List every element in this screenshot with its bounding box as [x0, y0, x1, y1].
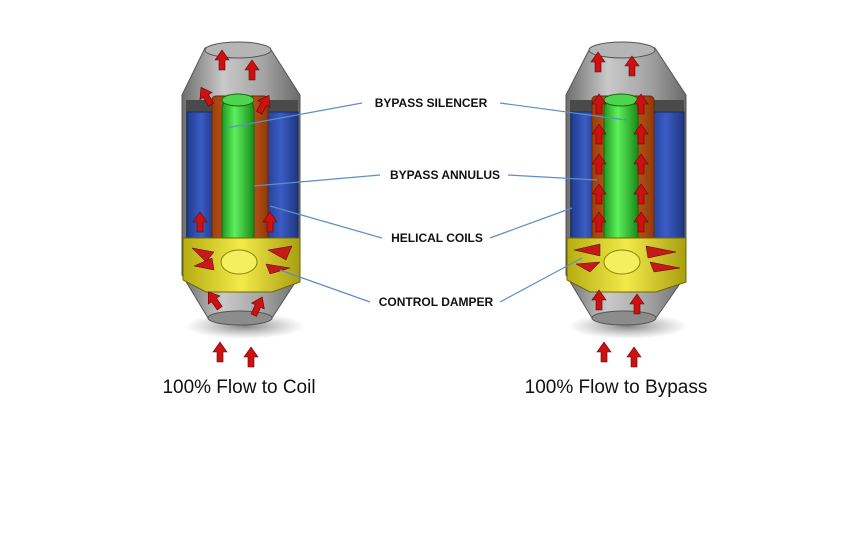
leader-bypass-annulus-right — [507, 174, 598, 181]
callout-control-damper: CONTROL DAMPER — [379, 295, 494, 309]
caption-left: 100% Flow to Coil — [162, 377, 315, 398]
left-damper-core — [220, 249, 258, 275]
leader-lines — [225, 102, 627, 303]
callout-bypass-annulus: BYPASS ANNULUS — [390, 168, 500, 182]
caption-right: 100% Flow to Bypass — [525, 377, 708, 398]
arrow-icon — [626, 346, 642, 368]
right-unit-top-rim — [588, 41, 656, 59]
right-damper-louvres — [573, 243, 681, 273]
leader-bypass-silencer-left — [225, 102, 363, 129]
callout-bypass-silencer: BYPASS SILENCER — [375, 96, 488, 110]
right-unit-bottom-rim — [591, 310, 657, 326]
left-bypass-silencer-top — [221, 93, 255, 107]
arrow-icon — [596, 341, 612, 363]
right-damper-core — [603, 249, 641, 275]
leader-bypass-annulus-left — [253, 174, 381, 187]
left-unit-bottom-rim — [207, 310, 273, 326]
callout-helical-coils: HELICAL COILS — [391, 231, 483, 245]
right-unit — [565, 41, 688, 368]
left-unit — [181, 41, 305, 368]
leader-helical-coils-left — [269, 205, 383, 239]
leader-control-damper-left — [279, 269, 371, 303]
leader-control-damper-right — [499, 257, 583, 303]
leader-bypass-silencer-right — [499, 102, 627, 121]
arrow-icon — [243, 346, 259, 368]
left-bypass-silencer — [221, 95, 255, 255]
leader-helical-coils-right — [489, 207, 573, 239]
left-damper-louvres — [191, 245, 293, 275]
left-unit-top-rim — [204, 41, 272, 59]
arrow-icon — [212, 341, 228, 363]
right-bypass-silencer-top — [603, 93, 639, 107]
